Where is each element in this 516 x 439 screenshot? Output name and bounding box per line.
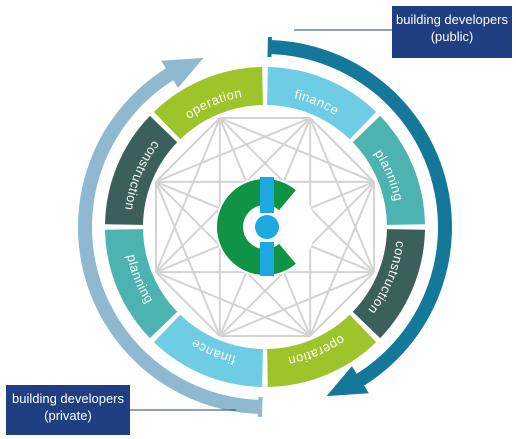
network-line: [155, 117, 221, 273]
public-developers-callout: building developers (public): [392, 6, 512, 58]
segment-planning-right: [352, 115, 425, 225]
segment-operation-top: [153, 67, 263, 140]
private-arrow-tail-bar: [258, 396, 263, 417]
public-callout-line1: building developers: [395, 12, 509, 27]
network-line: [309, 117, 375, 183]
public-developers-arrow: [271, 40, 452, 389]
public-callout-line2: (public): [430, 29, 474, 44]
segment-finance-top: [267, 67, 377, 140]
network-line: [155, 271, 311, 337]
private-callout-line1: building developers: [11, 391, 125, 406]
network-line: [309, 271, 375, 337]
network-line: [219, 117, 375, 183]
network-line: [155, 181, 221, 337]
segment-finance-bottom: [153, 314, 263, 387]
network-line: [155, 117, 221, 183]
network-line: [155, 271, 221, 337]
segment-construction-right: [352, 229, 425, 339]
segment-planning-left: [105, 229, 178, 339]
phase-ring: [105, 67, 425, 387]
segment-operation-bottom: [267, 314, 377, 387]
private-callout-line2: (private): [44, 408, 92, 423]
private-developers-callout: building developers (private): [6, 385, 130, 435]
segment-construction-left: [105, 115, 178, 225]
public-arrow-tail-bar: [267, 37, 272, 58]
private-arrow-head-icon: [161, 57, 204, 88]
company-logo-icon: [215, 177, 315, 277]
public-arrow-head-icon: [326, 366, 369, 397]
private-developers-arrow: [78, 65, 259, 414]
